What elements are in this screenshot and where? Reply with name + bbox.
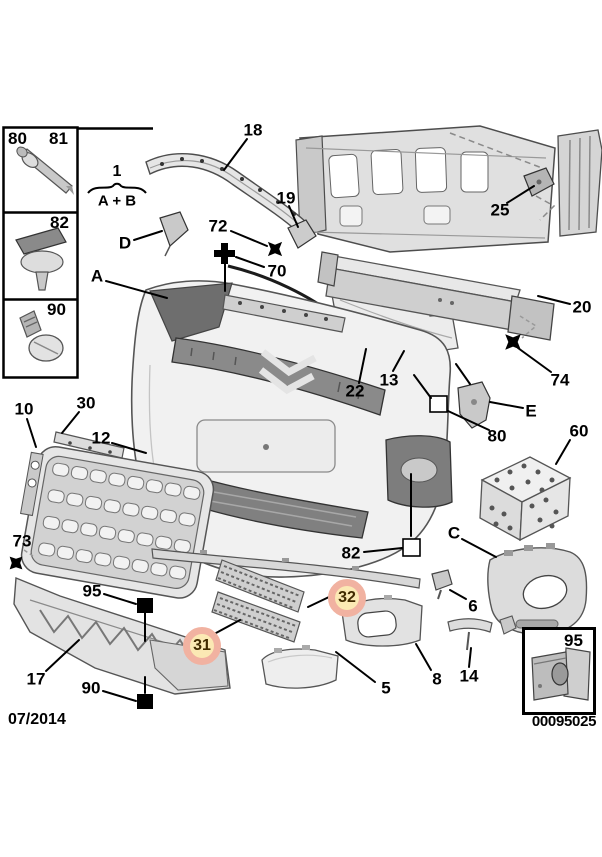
square-marker-82 (402, 538, 421, 557)
callout-20: 20 (572, 297, 592, 317)
callout-10: 10 (14, 399, 34, 419)
expansion-clip-icon (15, 227, 67, 291)
callout-30: 30 (76, 393, 96, 413)
callout-14: 14 (459, 666, 479, 686)
bolt-symbol-72 (267, 241, 283, 257)
diagram-date: 07/2014 (8, 711, 66, 728)
front-panel-side-bracket (557, 129, 602, 237)
callout-18: 18 (243, 120, 263, 140)
bracket-e-part (457, 381, 491, 429)
callout-74: 74 (550, 370, 570, 390)
rivet-icon (16, 146, 74, 195)
callout-d: D (118, 233, 132, 253)
callout-80-clip: 80 (487, 426, 507, 446)
callout-c: C (447, 523, 461, 543)
bracket-19-part (287, 219, 317, 249)
clip-6-part (431, 569, 453, 600)
callout-73: 73 (12, 531, 32, 551)
callout-8: 8 (432, 669, 442, 689)
leader-lines (26, 138, 571, 702)
mesh-insert-32-part (215, 559, 305, 613)
callout-19: 19 (276, 188, 296, 208)
fog-housing-c-part (487, 543, 588, 635)
beam-20-part (317, 251, 555, 341)
screw-symbol-70 (214, 243, 235, 264)
callout-5: 5 (381, 678, 391, 698)
callout-90-fastener: 90 (81, 678, 101, 698)
group-number: 1 (112, 163, 122, 180)
legend-label-90: 90 (47, 300, 66, 319)
callout-12: 12 (91, 428, 111, 448)
group-formula: A + B (97, 192, 137, 210)
fog-cover-5-part (261, 645, 339, 689)
inset-box-95 (522, 627, 596, 715)
callout-6: 6 (468, 596, 478, 616)
push-pin-fastener-icon (19, 310, 64, 362)
small-clip-part (499, 615, 517, 635)
bracket-d-part (159, 211, 189, 257)
legend-label-81: 81 (49, 129, 68, 148)
callout-95-grommet: 95 (82, 581, 102, 601)
square-marker-95 (137, 598, 153, 613)
mesh-insert-31-part (211, 591, 301, 643)
fog-bezel-8-part (341, 595, 423, 647)
callout-60: 60 (569, 421, 589, 441)
callout-31-highlighted[interactable]: 31 (183, 627, 221, 665)
bolt-symbol-74 (505, 334, 521, 350)
callout-82-clip: 82 (341, 543, 361, 563)
callout-a: A (90, 266, 104, 286)
callout-22: 22 (345, 381, 365, 401)
legend-label-80: 80 (8, 129, 27, 148)
front-panel-part (295, 125, 556, 253)
sensor-bracket-icon (531, 647, 591, 701)
square-marker-90 (137, 694, 153, 709)
legend-label-82: 82 (50, 213, 69, 232)
fastener-kit-60-part (479, 456, 572, 542)
group-brace (87, 182, 147, 194)
callout-70: 70 (267, 261, 287, 281)
callout-17: 17 (26, 669, 46, 689)
assembly-dashed-guides (449, 132, 556, 221)
diagram-code: 00095025 (531, 713, 597, 730)
callout-e: E (525, 401, 537, 421)
deflector-17-part (13, 576, 231, 695)
callout-13: 13 (379, 370, 399, 390)
inset-label-95: 95 (564, 631, 583, 650)
bolt-symbol-73 (9, 556, 23, 570)
legend-box (2, 126, 153, 379)
callout-32-highlighted[interactable]: 32 (328, 579, 366, 617)
grille-10-part (19, 446, 215, 599)
lamp-14-part (447, 618, 493, 651)
dashed-marks (23, 315, 538, 557)
callout-72: 72 (208, 216, 228, 236)
grille-strip-30-part (53, 431, 125, 459)
square-marker-80 (429, 395, 448, 413)
callout-25: 25 (490, 200, 510, 220)
